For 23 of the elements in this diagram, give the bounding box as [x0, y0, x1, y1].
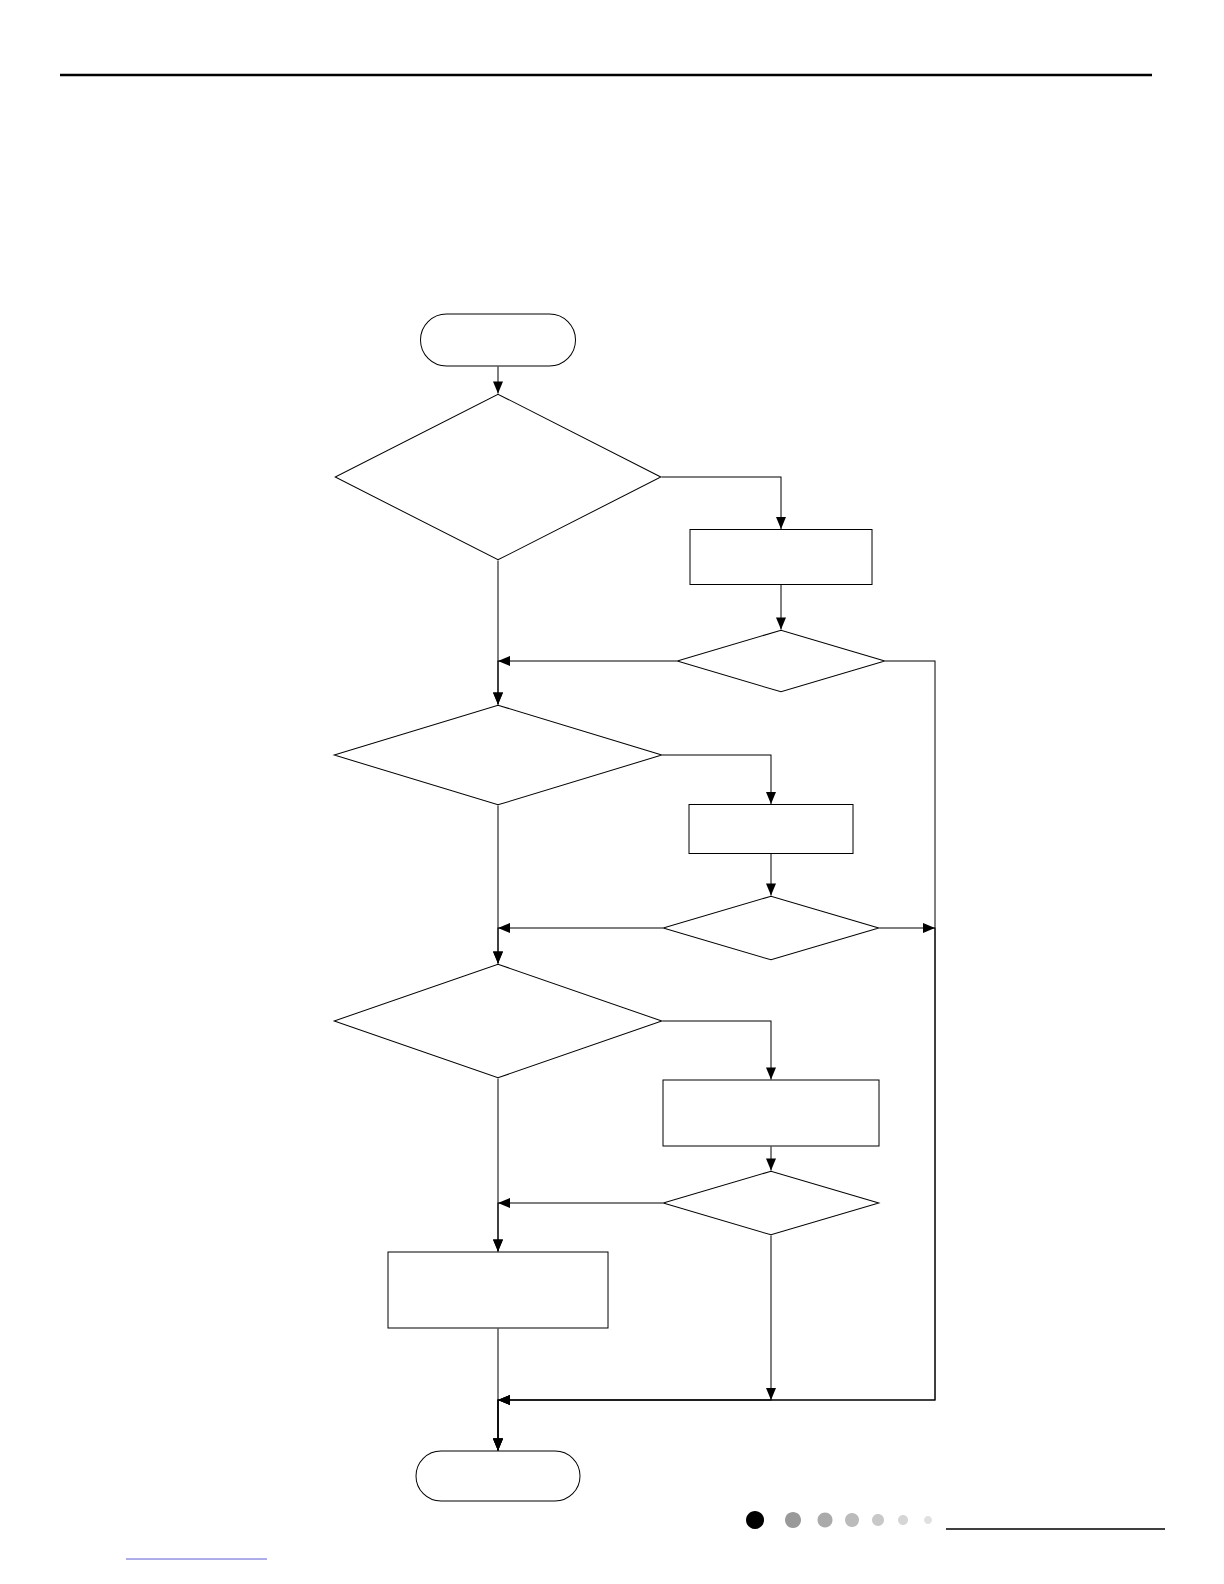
decision-diamond	[333, 963, 663, 1079]
process-box	[688, 804, 854, 854]
arrow	[493, 923, 663, 964]
terminal-pill	[415, 1450, 581, 1502]
process-box	[662, 1079, 880, 1147]
process-box	[689, 529, 873, 585]
decision-diamond	[334, 393, 662, 561]
arrow	[493, 656, 677, 705]
terminal-pill	[420, 313, 576, 367]
decision-diamond	[676, 629, 886, 693]
arrow	[661, 476, 786, 530]
decision-diamond	[333, 704, 663, 806]
decision-diamond	[662, 1170, 880, 1236]
arrow	[493, 366, 503, 394]
arrow	[766, 853, 776, 896]
arrow	[493, 1328, 503, 1451]
arrow	[766, 1146, 776, 1171]
arrow	[662, 1020, 776, 1080]
arrow	[776, 584, 786, 630]
process-box	[387, 1251, 609, 1329]
arrow	[662, 754, 776, 805]
decision-diamond	[662, 895, 880, 961]
arrow	[493, 1198, 663, 1252]
